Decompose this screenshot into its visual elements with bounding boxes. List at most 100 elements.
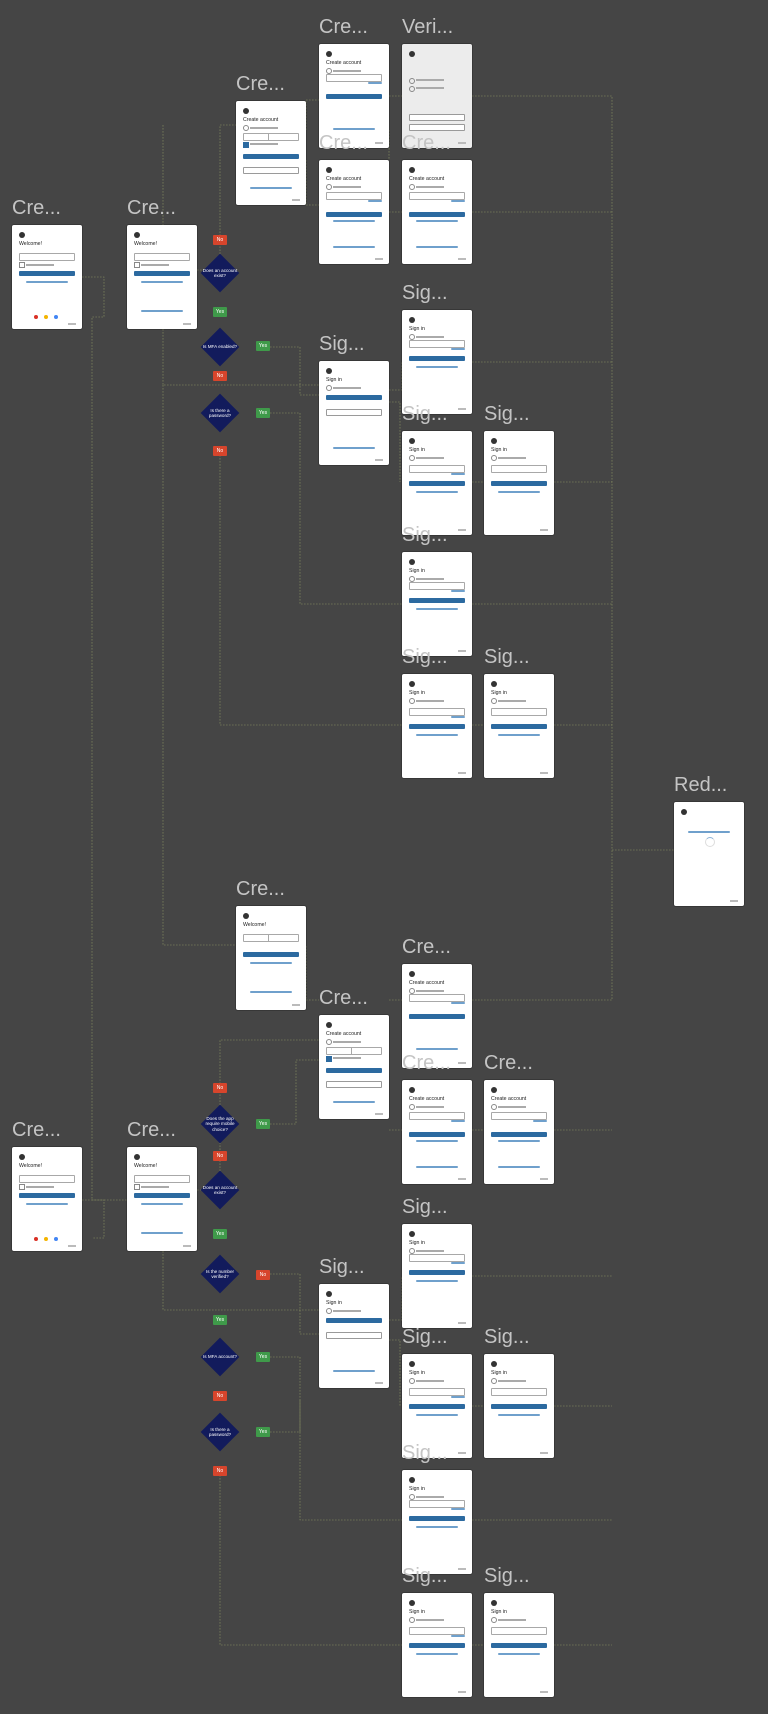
app-logo-icon bbox=[409, 681, 415, 687]
app-logo-icon bbox=[491, 681, 497, 687]
connector-2 bbox=[162, 125, 319, 386]
frame-a5[interactable]: Veri... bbox=[402, 16, 472, 148]
app-logo-icon bbox=[681, 809, 687, 815]
screen-card: Create account bbox=[402, 1080, 472, 1184]
frame-s7[interactable]: Sig...Sign in bbox=[484, 646, 554, 778]
footer-mark bbox=[458, 1568, 466, 1570]
yes-badge: Yes bbox=[256, 1352, 270, 1362]
yes-badge: Yes bbox=[213, 1315, 227, 1325]
decision-mfa-enabled[interactable]: Is MFA enabled? bbox=[200, 327, 240, 367]
frame-label: Sig... bbox=[402, 403, 448, 425]
frame-b6[interactable]: Cre...Create account bbox=[484, 1052, 554, 1184]
frame-t2[interactable]: Sig...Sign in bbox=[319, 1256, 389, 1388]
decision-account-exists[interactable]: Does an account exist? bbox=[200, 253, 240, 293]
footer-mark bbox=[458, 1322, 466, 1324]
frame-label: Sig... bbox=[402, 1442, 448, 1464]
frame-r1[interactable]: Red... bbox=[674, 774, 744, 906]
app-logo-icon bbox=[409, 438, 415, 444]
connector-31 bbox=[305, 946, 319, 1001]
frame-t6[interactable]: Sig...Sign in bbox=[402, 1565, 472, 1697]
screen-card: Welcome! bbox=[12, 1147, 82, 1251]
screen-title: Sign in bbox=[326, 1300, 342, 1306]
footer-mark bbox=[730, 900, 738, 902]
app-logo-icon bbox=[409, 1477, 415, 1483]
footer-mark bbox=[540, 1178, 548, 1180]
yes-badge: Yes bbox=[256, 341, 270, 351]
screen-card: Create account bbox=[319, 160, 389, 264]
frame-t1[interactable]: Sig...Sign in bbox=[402, 1196, 472, 1328]
frame-s6[interactable]: Sig...Sign in bbox=[402, 646, 472, 778]
frame-a7[interactable]: Cre...Create account bbox=[402, 132, 472, 264]
footer-mark bbox=[458, 529, 466, 531]
frame-t7[interactable]: Sig...Sign in bbox=[484, 1565, 554, 1697]
frame-s3[interactable]: Sig...Sign in bbox=[402, 403, 472, 535]
no-badge: No bbox=[213, 371, 227, 381]
app-logo-icon bbox=[409, 1231, 415, 1237]
frame-s2[interactable]: Sig...Sign in bbox=[319, 333, 389, 465]
screen-card: Sign in bbox=[402, 552, 472, 656]
frame-b4[interactable]: Cre...Create account bbox=[402, 936, 472, 1068]
yes-badge: Yes bbox=[213, 1229, 227, 1239]
screen-card: Create account bbox=[236, 101, 306, 205]
frame-t4[interactable]: Sig...Sign in bbox=[484, 1326, 554, 1458]
frame-label: Cre... bbox=[402, 132, 451, 154]
frame-b5[interactable]: Cre...Create account bbox=[402, 1052, 472, 1184]
app-logo-icon bbox=[19, 1154, 25, 1160]
screen-title: Create account bbox=[491, 1096, 527, 1102]
decision-has-password[interactable]: Is there a password? bbox=[200, 1412, 240, 1452]
frame-label: Cre... bbox=[127, 1119, 176, 1141]
app-logo-icon bbox=[326, 167, 332, 173]
frame-label: Sig... bbox=[402, 282, 448, 304]
frame-b0[interactable]: Cre...Welcome! bbox=[236, 878, 306, 1010]
frame-a1[interactable]: Cre...Welcome! bbox=[12, 197, 82, 329]
frame-t5[interactable]: Sig...Sign in bbox=[402, 1442, 472, 1574]
screen-title: Welcome! bbox=[134, 241, 157, 247]
yes-badge: Yes bbox=[256, 1427, 270, 1437]
frame-b1[interactable]: Cre...Welcome! bbox=[12, 1119, 82, 1251]
frame-b2[interactable]: Cre...Welcome! bbox=[127, 1119, 197, 1251]
app-logo-icon bbox=[409, 971, 415, 977]
frame-a2[interactable]: Cre...Welcome! bbox=[127, 197, 197, 329]
footer-mark bbox=[375, 1382, 383, 1384]
no-badge: No bbox=[213, 1466, 227, 1476]
screen-card: Sign in bbox=[484, 674, 554, 778]
app-logo-icon bbox=[326, 368, 332, 374]
app-logo-icon bbox=[491, 1361, 497, 1367]
frame-a3[interactable]: Cre...Create account bbox=[236, 73, 306, 205]
footer-mark bbox=[458, 1691, 466, 1693]
loading-spinner-icon bbox=[705, 837, 715, 848]
frame-label: Cre... bbox=[12, 197, 61, 219]
connector-21 bbox=[162, 385, 236, 946]
screen-title: Sign in bbox=[491, 447, 507, 453]
frame-label: Sig... bbox=[484, 403, 530, 425]
decision-has-password[interactable]: Is there a password? bbox=[200, 393, 240, 433]
decision-account-exists[interactable]: Does an account exist? bbox=[200, 1170, 240, 1210]
frame-a6[interactable]: Cre...Create account bbox=[319, 132, 389, 264]
screen-card: Create account bbox=[402, 964, 472, 1068]
screen-title: Sign in bbox=[409, 326, 425, 332]
connector-12 bbox=[389, 401, 401, 482]
decision-number-verified[interactable]: Is the number verified? bbox=[200, 1254, 240, 1294]
screen-title: Sign in bbox=[326, 377, 342, 383]
screen-card: Welcome! bbox=[127, 225, 197, 329]
footer-mark bbox=[540, 1452, 548, 1454]
footer-mark bbox=[68, 1245, 76, 1247]
frame-s4[interactable]: Sig... Sign in bbox=[484, 403, 554, 535]
decision-text: Does an account exist? bbox=[202, 267, 238, 278]
app-logo-icon bbox=[409, 51, 415, 57]
footer-mark bbox=[183, 323, 191, 325]
app-logo-icon bbox=[409, 1087, 415, 1093]
frame-b3[interactable]: Cre...Create account bbox=[319, 987, 389, 1119]
frame-t3[interactable]: Sig...Sign in bbox=[402, 1326, 472, 1458]
connector-38 bbox=[270, 1356, 402, 1521]
connector-32 bbox=[270, 1273, 319, 1335]
connector-24 bbox=[270, 1059, 319, 1125]
decision-approve-mobile[interactable]: Does the app require mobile choice? bbox=[200, 1104, 240, 1144]
screen-card: Sign in bbox=[319, 1284, 389, 1388]
no-badge: No bbox=[213, 1391, 227, 1401]
frame-label: Sig... bbox=[484, 1565, 530, 1587]
frame-a4[interactable]: Cre...Create account bbox=[319, 16, 389, 148]
decision-mfa-account[interactable]: Is MFA account? bbox=[200, 1337, 240, 1377]
frame-s1[interactable]: Sig... Sign in bbox=[402, 282, 472, 414]
frame-s5[interactable]: Sig...Sign in bbox=[402, 524, 472, 656]
